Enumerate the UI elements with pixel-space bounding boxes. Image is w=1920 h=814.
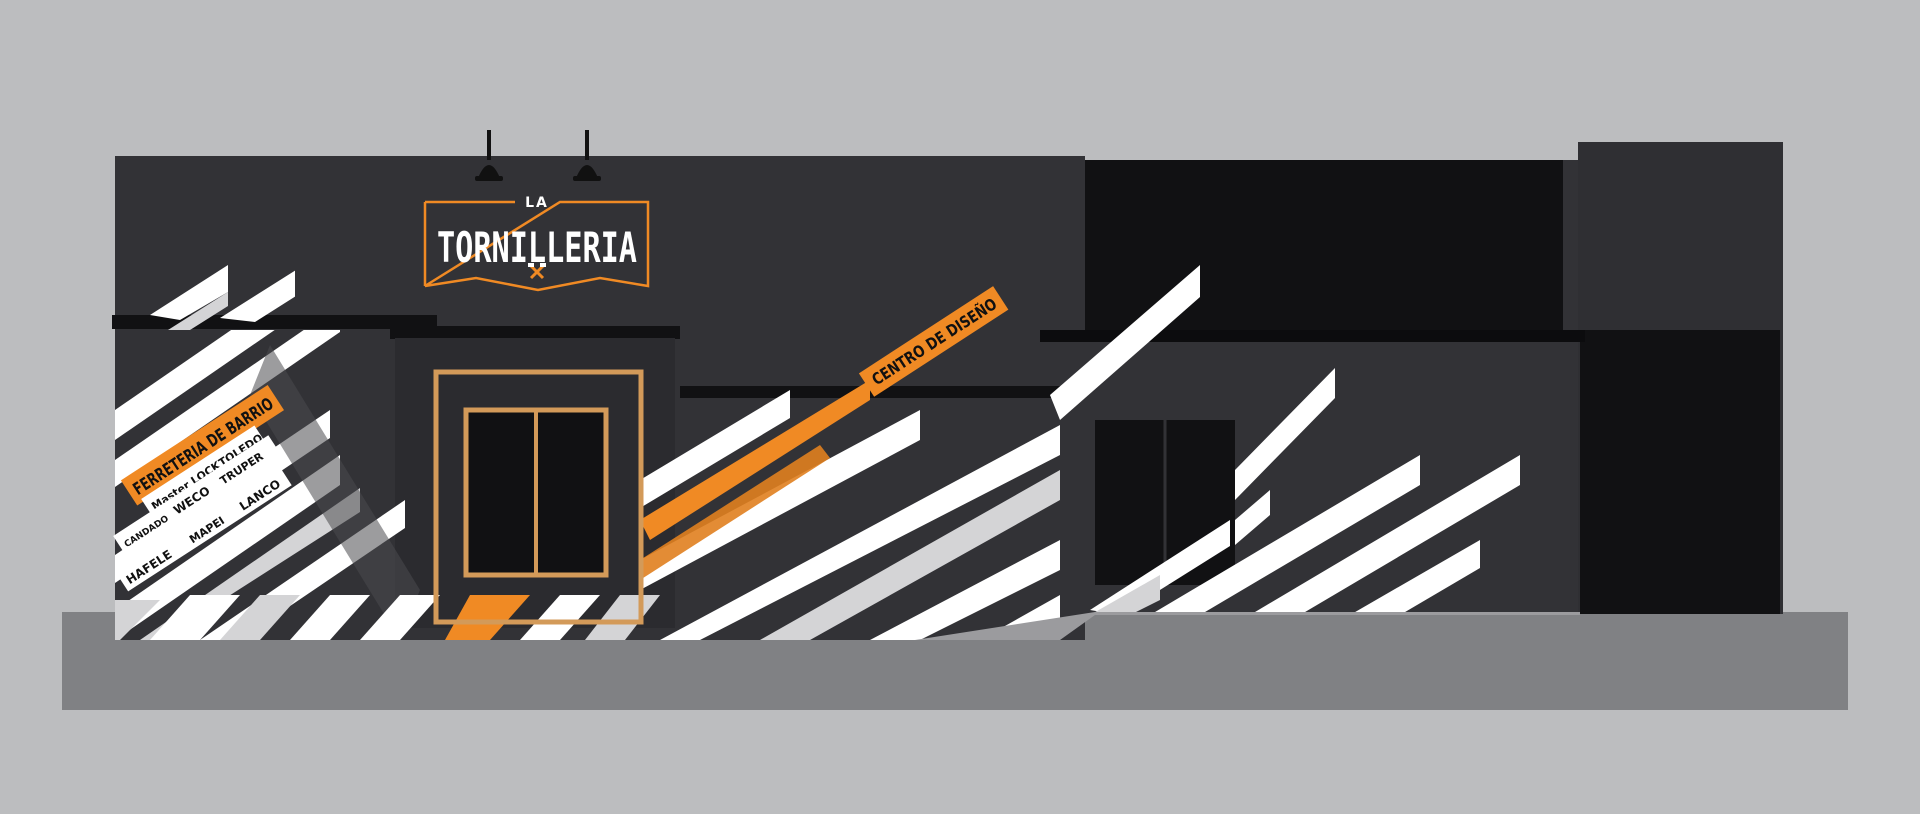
orange-diagonal-stripe: [640, 380, 870, 540]
crossed-hammers-icon: [528, 263, 546, 280]
sign-small-text: LA: [525, 195, 549, 211]
brand-logos: Master LOCK TOLEDO CANDADO WECO TRUPER H…: [113, 425, 292, 592]
upper-left-stripes: [150, 265, 295, 330]
wall-lamp-left: [475, 130, 503, 181]
middle-stripes: [640, 390, 1060, 640]
long-diagonal-stripe: [1050, 265, 1200, 420]
left-diagonal-shade: [250, 345, 420, 640]
left-ledge: [112, 315, 437, 329]
right-stripes: [1090, 368, 1520, 615]
door-ledge: [390, 326, 680, 339]
upper-ledge: [1040, 330, 1585, 342]
orange-diagonal-stripe-2: [640, 445, 830, 580]
sign-main-text: TORNILLERIA: [437, 223, 637, 272]
wall-lamp-right: [573, 130, 601, 181]
store-sign: LA TORNILLERIA: [423, 195, 650, 292]
right-tower-dark-panel: [1580, 330, 1780, 614]
ramp: [915, 612, 1580, 640]
main-door: [433, 369, 644, 625]
